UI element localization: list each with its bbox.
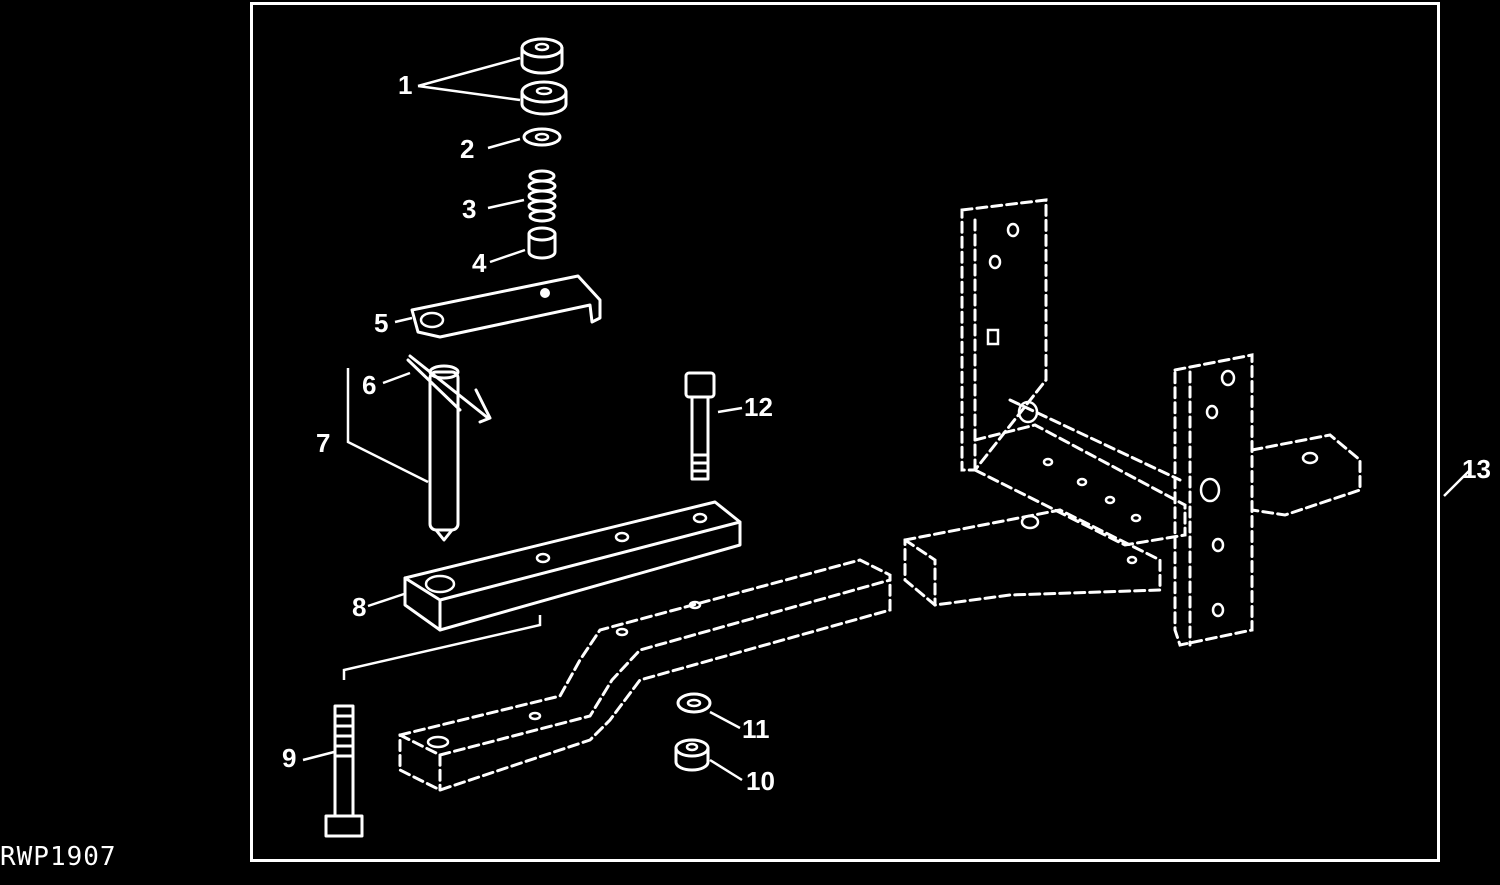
part-9-long-bolt (324, 704, 364, 838)
callout-1: 1 (398, 70, 413, 100)
callout-7: 7 (316, 428, 331, 458)
part-1-nuts (520, 37, 568, 116)
callout-13: 13 (1462, 454, 1491, 484)
callout-2: 2 (460, 134, 475, 164)
part-2-washer (522, 127, 562, 147)
diagram-border (250, 2, 1440, 862)
part-7-drawbar-pin (406, 354, 492, 542)
callout-3: 3 (462, 194, 477, 224)
part-13-hitch-frame (903, 198, 1362, 647)
callout-12: 12 (744, 392, 773, 422)
drawbar (398, 558, 892, 792)
part-11-washer (676, 692, 712, 714)
figure-code: RWP1907 (0, 842, 117, 872)
part-8-swivel-plate (403, 500, 742, 632)
callout-5: 5 (374, 308, 389, 338)
part-5-latch-plate (410, 274, 602, 339)
callout-9: 9 (282, 743, 297, 773)
callout-6: 6 (362, 370, 377, 400)
callout-10: 10 (746, 766, 775, 796)
part-4-bushing (527, 226, 557, 260)
callout-11: 11 (742, 714, 770, 744)
part-3-spring (527, 169, 557, 223)
part-12-bolt (684, 371, 716, 481)
part-10-nut (674, 738, 710, 772)
leader-lines (302, 56, 1471, 782)
callout-4: 4 (472, 248, 487, 278)
callout-8: 8 (352, 592, 367, 622)
